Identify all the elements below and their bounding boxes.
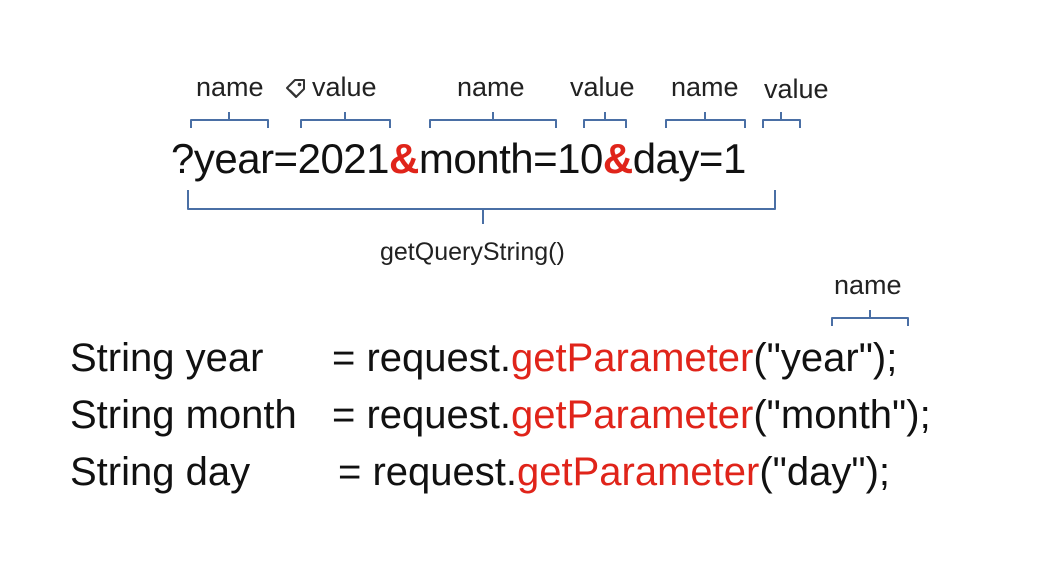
- brace-query: [187, 190, 776, 224]
- label-name-code: name: [834, 270, 902, 300]
- args-month: ("month");: [753, 393, 931, 437]
- brace-name-year: [190, 112, 269, 128]
- args-day: ("day");: [759, 450, 891, 494]
- eq-day: = request.: [338, 450, 518, 494]
- brace-name-code: [831, 310, 909, 326]
- brace-value-day: [762, 112, 801, 128]
- code-line-year: String year = request.getParameter("year"…: [70, 338, 897, 378]
- args-year: ("year");: [753, 336, 898, 380]
- code-line-day: String day = request.getParameter("day");: [70, 452, 890, 492]
- brace-name-month: [429, 112, 557, 128]
- method-year: getParameter: [511, 336, 754, 380]
- query-string: ?year=2021&month=10&day=1: [171, 138, 746, 180]
- query-amp-1: &: [389, 135, 419, 182]
- label-value-year: value: [284, 74, 377, 101]
- code-line-month: String month = request.getParameter("mont…: [70, 395, 931, 435]
- decl-month: String month: [70, 393, 297, 437]
- tag-icon: [286, 78, 305, 98]
- brace-name-day: [665, 112, 746, 128]
- method-day: getParameter: [517, 450, 760, 494]
- label-value-month: value: [570, 72, 635, 102]
- brace-value-month: [583, 112, 627, 128]
- eq-year: = request.: [332, 336, 512, 380]
- label-value-year-text: value: [312, 72, 377, 102]
- method-month: getParameter: [511, 393, 754, 437]
- label-name-month: name: [457, 72, 525, 102]
- eq-month: = request.: [332, 393, 512, 437]
- query-year: ?year=2021: [171, 135, 390, 182]
- decl-day: String day: [70, 450, 251, 494]
- query-day: day=1: [632, 135, 747, 182]
- brace-value-year: [300, 112, 391, 128]
- query-month: month=10: [418, 135, 603, 182]
- label-name-year: name: [196, 72, 264, 102]
- label-name-day: name: [671, 72, 739, 102]
- decl-year: String year: [70, 336, 264, 380]
- function-label: getQueryString(): [380, 238, 565, 266]
- label-value-day: value: [764, 74, 829, 104]
- query-amp-2: &: [602, 135, 633, 182]
